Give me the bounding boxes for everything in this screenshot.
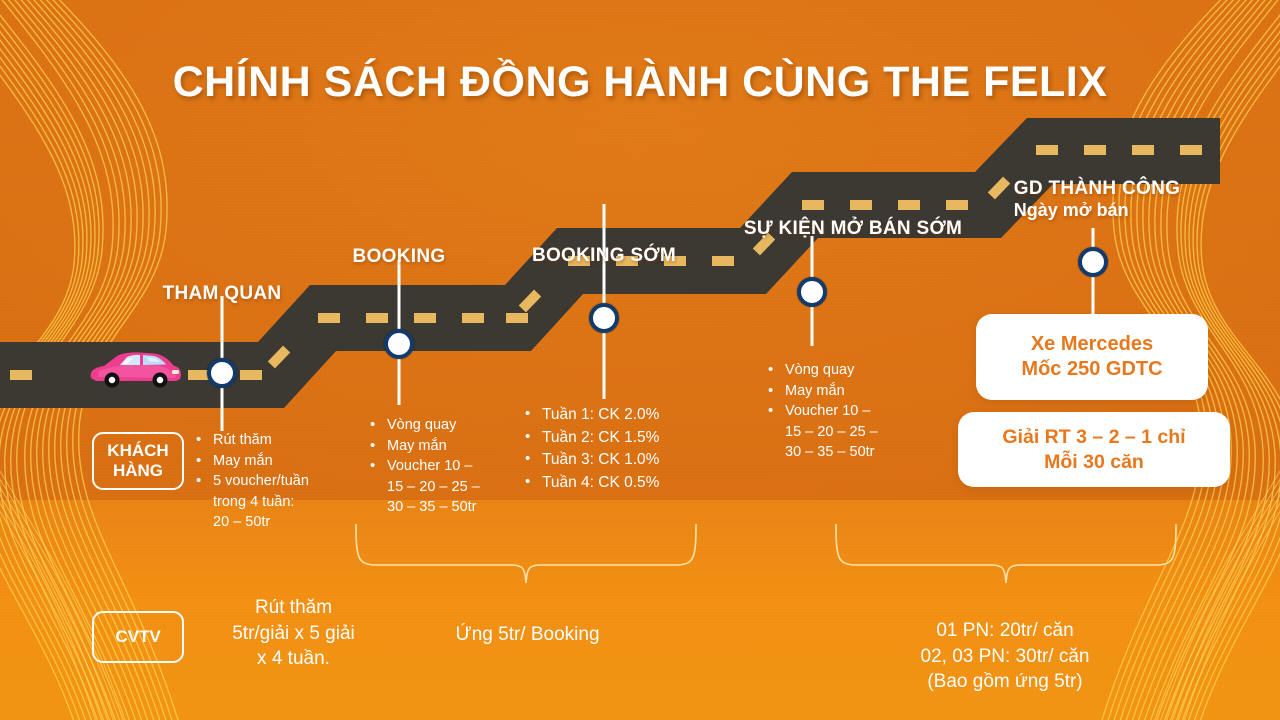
card-xe-mercedes[interactable]: Xe Mercedes Mốc 250 GDTC [976, 314, 1208, 400]
list-item: Vòng quay [768, 359, 943, 381]
milestone-stem [602, 204, 606, 399]
milestone-dot-icon[interactable] [589, 303, 619, 333]
milestone-dot-icon[interactable] [384, 329, 414, 359]
list-item: 30 – 35 – 50tr [785, 444, 875, 461]
note-rut-tham: Rút thăm 5tr/giải x 5 giải x 4 tuần. [232, 597, 355, 670]
milestone-label-booking: BOOKING [352, 246, 446, 267]
bullets-booking-som: Tuần 1: CK 2.0% Tuần 2: CK 1.5% Tuần 3: … [525, 403, 725, 495]
list-item: Voucher 10 – [768, 400, 943, 422]
list-item: trong 4 tuần: [213, 493, 295, 510]
list-item: May mắn [370, 435, 530, 457]
list-item: Tuần 4: CK 0.5% [525, 471, 725, 495]
pill-cvtv[interactable]: CVTV [92, 611, 184, 663]
list-item: Tuần 3: CK 1.0% [525, 448, 725, 472]
card-line-1: Giải RT 3 – 2 – 1 chỉ [1002, 426, 1186, 449]
list-item: Tuần 1: CK 2.0% [525, 403, 725, 427]
bullets-su-kien: Vòng quay May mắn Voucher 10 – 15 – 20 –… [768, 359, 943, 463]
list-item: Rút thăm [196, 429, 356, 451]
pill-line-1: KHÁCH [107, 440, 169, 460]
bullets-booking: Vòng quay May mắn Voucher 10 – 15 – 20 –… [370, 414, 530, 518]
milestone-stem [1091, 228, 1095, 328]
milestone-dot-icon[interactable] [207, 358, 237, 388]
bullets-tham-quan: Rút thăm May mắn 5 voucher/tuần trong 4 … [196, 429, 356, 533]
card-line-1: Xe Mercedes [1030, 333, 1154, 356]
milestone-label-gd-thanh-cong: GD THÀNH CÔNG Ngày mở bán [1013, 178, 1181, 220]
card-giai-rt[interactable]: Giải RT 3 – 2 – 1 chỉ Mỗi 30 căn [958, 412, 1230, 487]
list-item: Tuần 2: CK 1.5% [525, 426, 725, 450]
list-item: 5 voucher/tuần [196, 470, 356, 492]
list-item: 20 – 50tr [213, 514, 271, 531]
list-item: May mắn [196, 450, 356, 472]
list-item: Voucher 10 – [370, 455, 530, 477]
list-item: May mắn [768, 380, 943, 402]
pill-khach-hang[interactable]: KHÁCH HÀNG [92, 432, 184, 490]
list-item: 15 – 20 – 25 – [785, 423, 878, 440]
card-line-2: Mỗi 30 căn [1044, 450, 1144, 473]
milestone-dot-icon[interactable] [1078, 247, 1108, 277]
list-item: 30 – 35 – 50tr [387, 499, 477, 516]
pill-line-1: CVTV [115, 626, 161, 646]
page-title: CHÍNH SÁCH ĐỒNG HÀNH CÙNG THE FELIX [172, 58, 1108, 106]
milestone-label-booking-som: BOOKING SỚM [531, 245, 677, 266]
pill-line-2: HÀNG [112, 461, 164, 480]
road-dashes [10, 145, 1202, 380]
card-line-2: Mốc 250 GDTC [1021, 358, 1163, 380]
note-ung-booking: Ứng 5tr/ Booking [455, 624, 600, 645]
milestone-dot-icon[interactable] [797, 277, 827, 307]
milestone-label-tham-quan: THAM QUAN [162, 283, 282, 304]
note-pn-commission: 01 PN: 20tr/ căn 02, 03 PN: 30tr/ căn (B… [920, 620, 1090, 693]
milestone-label-su-kien: SỰ KIỆN MỞ BÁN SỚM [743, 218, 963, 239]
list-item: 15 – 20 – 25 – [387, 478, 480, 495]
car-icon [90, 352, 181, 388]
list-item: Vòng quay [370, 414, 530, 436]
